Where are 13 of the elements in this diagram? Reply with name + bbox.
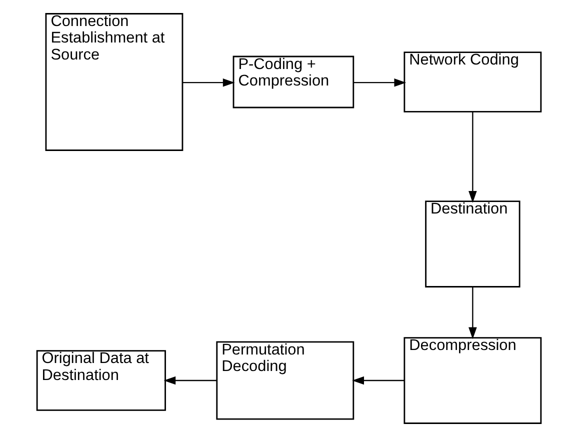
node-box: P-Coding + Compression (232, 55, 354, 108)
node-box: Decompression (404, 336, 542, 424)
arrow (164, 376, 217, 384)
node-box: Connection Establishment at Source (45, 12, 184, 150)
arrow (354, 78, 406, 86)
arrow (468, 111, 477, 202)
node-box: Permutation Decoding (216, 340, 354, 420)
node-box: Network Coding (404, 51, 542, 112)
arrow (182, 78, 235, 86)
arrow (352, 376, 404, 384)
arrow (468, 286, 477, 339)
node-box: Original Data at Destination (36, 350, 166, 410)
node-box: Destination (425, 200, 520, 287)
